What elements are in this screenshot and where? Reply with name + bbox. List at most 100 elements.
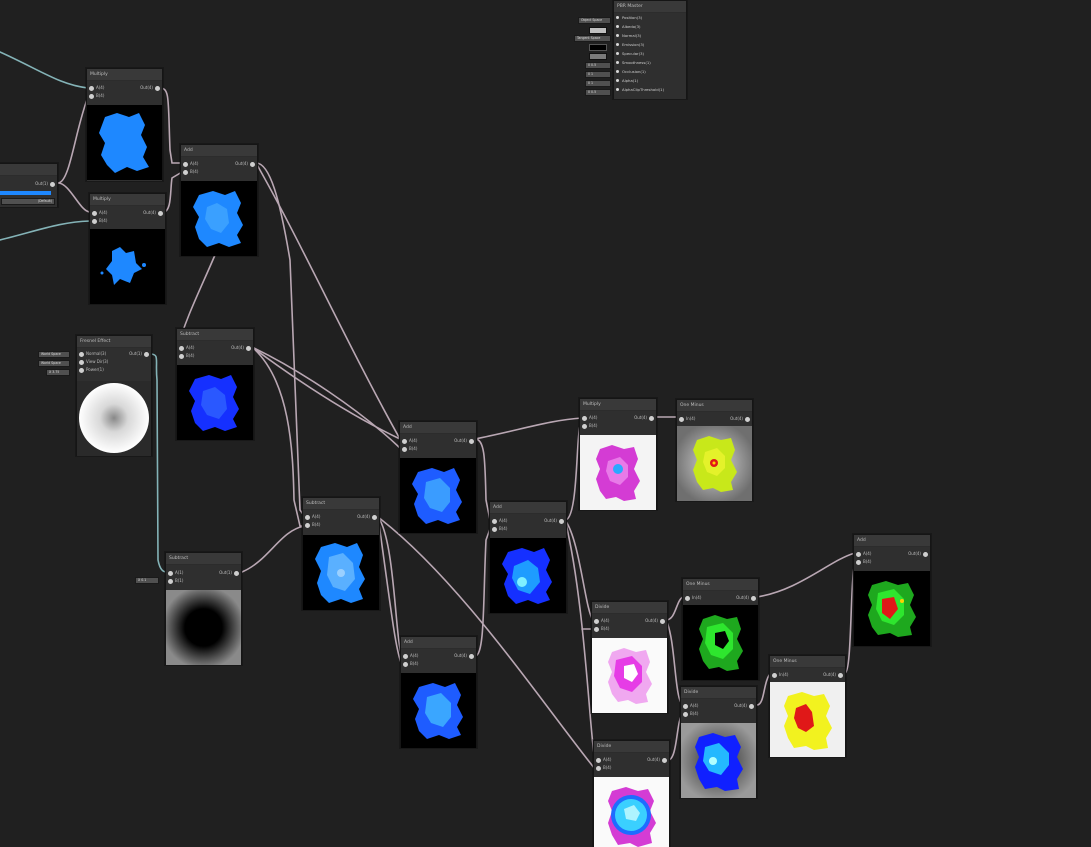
input-port-a[interactable]: A(4) [90, 209, 107, 217]
input-port-in[interactable]: In(4) [770, 671, 788, 679]
divide-node[interactable]: Divide A(4) B(4) Out(4) [591, 601, 668, 713]
input-port-a[interactable]: A(4) [401, 652, 418, 660]
port-label: Normal(3) [622, 33, 642, 38]
input-port-view-dir[interactable]: View Dir(3) [77, 358, 108, 366]
input-port-b[interactable]: B(4) [90, 217, 107, 225]
output-port[interactable]: Out(4) [454, 652, 476, 660]
add-node[interactable]: Add A(4) B(4) Out(4) [400, 636, 477, 748]
node-preview [770, 682, 845, 757]
property-node[interactable]: Out(1) (Default) [0, 163, 58, 207]
view-dir-space-dropdown[interactable]: World Space [38, 360, 70, 367]
pbr-master-node[interactable]: PBR Master Position(3) Albedo(3) Normal(… [613, 0, 687, 99]
input-port-b[interactable]: B(4) [580, 422, 597, 430]
input-port-a[interactable]: A(4) [681, 702, 698, 710]
input-port-b[interactable]: B(4) [177, 352, 194, 360]
input-port-in[interactable]: In(4) [677, 415, 695, 423]
multiply-node[interactable]: Multiply A(4) B(4) Out(4) [89, 193, 166, 304]
input-port-a[interactable]: A(4) [592, 617, 609, 625]
add-node[interactable]: Add A(4) B(4) Out(4) [399, 421, 477, 533]
input-port-b[interactable]: B(4) [181, 168, 198, 176]
output-port[interactable]: Out(4) [235, 160, 257, 168]
input-port-a[interactable]: A(4) [594, 756, 611, 764]
input-port-b[interactable]: B(4) [401, 660, 418, 668]
input-port-a[interactable]: A(4) [490, 517, 507, 525]
node-title: Multiply [87, 69, 162, 81]
one-minus-node[interactable]: One Minus In(4) Out(4) [676, 399, 753, 501]
specular-color-swatch[interactable] [589, 53, 607, 60]
input-port-b[interactable]: B(4) [854, 558, 871, 566]
input-port-in[interactable]: In(4) [683, 594, 701, 602]
b-value-field[interactable]: X 0.1 [135, 577, 159, 584]
input-port-b[interactable]: B(4) [87, 92, 104, 100]
divide-node[interactable]: Divide A(4) B(4) Out(4) [680, 686, 757, 798]
output-port[interactable]: Out(1) [0, 180, 57, 188]
output-port[interactable]: Out(1) [129, 350, 151, 358]
wire [255, 162, 306, 518]
output-port[interactable]: Out(4) [140, 84, 162, 92]
input-port-a[interactable]: A(4) [580, 414, 597, 422]
output-port[interactable]: Out(4) [454, 437, 476, 445]
output-port[interactable]: Out(4) [634, 414, 656, 422]
input-port-normal[interactable]: Normal(3) [77, 350, 106, 358]
output-port[interactable]: Out(4) [736, 594, 758, 602]
output-port[interactable]: Out(1) [219, 569, 241, 577]
input-port-b[interactable]: B(4) [681, 710, 698, 718]
input-port-a[interactable]: A(4) [854, 550, 871, 558]
alpha-field[interactable]: 0 1 [585, 80, 611, 87]
power-field[interactable]: X 3.75 [46, 369, 70, 376]
output-port[interactable]: Out(4) [734, 702, 756, 710]
add-node[interactable]: Add A(4) B(4) Out(4) [489, 501, 567, 613]
input-port-b[interactable]: B(4) [400, 445, 417, 453]
alphaclip-field[interactable]: 0 0.5 [585, 89, 611, 96]
add-node[interactable]: Add A(4) B(4) Out(4) [180, 144, 258, 256]
node-preview [594, 777, 669, 847]
input-port-a[interactable]: A(1) [166, 569, 183, 577]
position-space-dropdown[interactable]: Object Space [578, 17, 611, 24]
output-port[interactable]: Out(4) [357, 513, 379, 521]
input-port-a[interactable]: A(4) [400, 437, 417, 445]
normal-space-dropdown[interactable]: Tangent Space [574, 35, 611, 42]
smoothness-field[interactable]: 0 0.5 [585, 62, 611, 69]
output-port[interactable]: Out(4) [730, 415, 752, 423]
subtract-node[interactable]: Subtract A(4) B(4) Out(4) [302, 497, 380, 610]
node-preview [401, 673, 476, 748]
input-port-a[interactable]: A(4) [87, 84, 104, 92]
output-port[interactable]: Out(4) [645, 617, 667, 625]
input-port-b[interactable]: B(4) [490, 525, 507, 533]
input-port-b[interactable]: B(1) [166, 577, 183, 585]
one-minus-node[interactable]: One Minus In(4) Out(4) [682, 578, 759, 680]
input-port-power[interactable]: Power(1) [77, 366, 104, 374]
wire [251, 346, 401, 449]
output-port[interactable]: Out(4) [647, 756, 669, 764]
emission-color-swatch[interactable] [589, 44, 607, 51]
input-port-b[interactable]: B(4) [303, 521, 320, 529]
output-port[interactable]: Out(4) [823, 671, 845, 679]
subtract-node[interactable]: Subtract A(1) B(1) Out(1) [165, 552, 242, 665]
output-port[interactable]: Out(4) [908, 550, 930, 558]
input-port-b[interactable]: B(4) [594, 764, 611, 772]
input-port-b[interactable]: B(4) [592, 625, 609, 633]
one-minus-node[interactable]: One Minus In(4) Out(4) [769, 655, 846, 757]
add-node[interactable]: Add A(4) B(4) Out(4) [853, 534, 931, 646]
mode-dropdown[interactable]: (Default) [1, 198, 55, 205]
wire [474, 417, 583, 440]
value-slider[interactable] [0, 191, 51, 195]
input-port-a[interactable]: A(4) [181, 160, 198, 168]
multiply-node[interactable]: Multiply A(4) B(4) Out(4) [579, 398, 657, 510]
subtract-node[interactable]: Subtract A(4) B(4) Out(4) [176, 328, 254, 440]
occlusion-field[interactable]: 0 1 [585, 71, 611, 78]
divide-node[interactable]: Divide A(4) B(4) Out(4) [593, 740, 670, 847]
input-port-a[interactable]: A(4) [303, 513, 320, 521]
node-preview [181, 181, 257, 256]
output-port[interactable]: Out(4) [143, 209, 165, 217]
wire [756, 552, 856, 598]
normal-space-dropdown[interactable]: World Space [38, 351, 70, 358]
multiply-node[interactable]: Multiply A(4) B(4) Out(4) [86, 68, 163, 181]
output-port[interactable]: Out(4) [231, 344, 253, 352]
albedo-color-swatch[interactable] [589, 27, 607, 34]
fresnel-effect-node[interactable]: Fresnel Effect Normal(3) View Dir(3) Pow… [76, 335, 152, 456]
node-title: Multiply [90, 194, 165, 206]
node-title: One Minus [677, 400, 752, 412]
output-port[interactable]: Out(4) [544, 517, 566, 525]
input-port-a[interactable]: A(4) [177, 344, 194, 352]
